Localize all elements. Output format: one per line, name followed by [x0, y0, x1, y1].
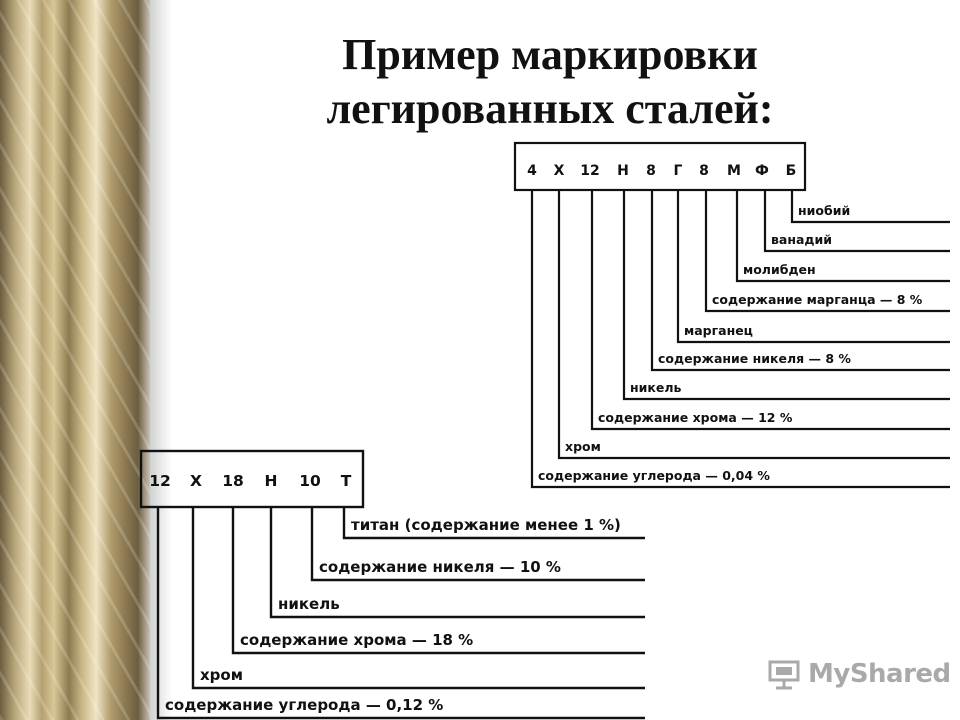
title-line-2: легированных сталей:: [326, 84, 774, 133]
pillar-shadow: [150, 0, 172, 720]
top-label: содержание марганца — 8 %: [712, 292, 923, 307]
top-leader-line: [735, 190, 950, 283]
bottom-code-char: Т: [341, 472, 352, 490]
top-leader-line: [590, 190, 950, 431]
top-label: никель: [630, 380, 682, 395]
top-label: хром: [565, 439, 601, 454]
bottom-leader-line: [231, 507, 645, 655]
watermark-text: MyShared: [808, 659, 951, 689]
bottom-label: хром: [200, 666, 243, 684]
bottom-leader-line: [269, 507, 645, 619]
bottom-code-box: [139, 449, 365, 509]
top-leader-line: [650, 190, 950, 372]
bottom-code-char: 18: [222, 472, 244, 490]
bottom-label: содержание углерода — 0,12 %: [165, 696, 443, 714]
bottom-leader-line: [156, 507, 645, 720]
top-label: содержание никеля — 8 %: [658, 351, 851, 366]
top-code-char: Х: [554, 163, 565, 179]
top-label: содержание углерода — 0,04 %: [538, 468, 770, 483]
top-label: ванадий: [771, 232, 832, 247]
bottom-leader-line: [191, 507, 645, 690]
presentation-board-icon: [768, 660, 800, 690]
top-label: ниобий: [798, 203, 850, 218]
top-label: содержание хрома — 12 %: [598, 410, 793, 425]
top-leader-line: [704, 190, 950, 313]
top-code-char: М: [727, 163, 741, 179]
bottom-label: содержание хрома — 18 %: [240, 631, 473, 649]
bottom-leader-line: [310, 507, 645, 582]
top-leader-line: [676, 190, 950, 344]
top-leader-line: [530, 190, 950, 489]
bottom-label: никель: [278, 595, 340, 613]
slide-title: Пример маркировки легированных сталей:: [190, 28, 910, 136]
top-code-char: Б: [786, 163, 797, 179]
top-leader-line: [790, 190, 950, 224]
bottom-label: титан (содержание менее 1 %): [351, 516, 621, 534]
top-label: марганец: [684, 323, 753, 338]
bottom-leader-line: [342, 507, 645, 540]
top-code-char: 12: [580, 163, 599, 179]
top-leader-line: [622, 190, 950, 401]
top-code-char: 8: [699, 163, 709, 179]
watermark: MyShared: [766, 654, 951, 694]
top-label: молибден: [743, 262, 816, 277]
bottom-code-char: Х: [190, 472, 202, 490]
top-code-char: Г: [674, 163, 683, 179]
title-line-1: Пример маркировки: [342, 30, 758, 79]
top-code-char: 4: [527, 163, 537, 179]
top-code-box: [513, 141, 807, 192]
bottom-code-char: 12: [149, 472, 171, 490]
bottom-label: содержание никеля — 10 %: [319, 558, 561, 576]
top-code-char: Н: [617, 163, 629, 179]
top-leader-line: [557, 190, 950, 460]
top-code-char: 8: [646, 163, 656, 179]
decorative-pillar: [0, 0, 150, 720]
bottom-code-char: Н: [265, 472, 278, 490]
bottom-code-char: 10: [299, 472, 321, 490]
top-leader-line: [763, 190, 950, 253]
top-code-char: Ф: [755, 163, 769, 179]
